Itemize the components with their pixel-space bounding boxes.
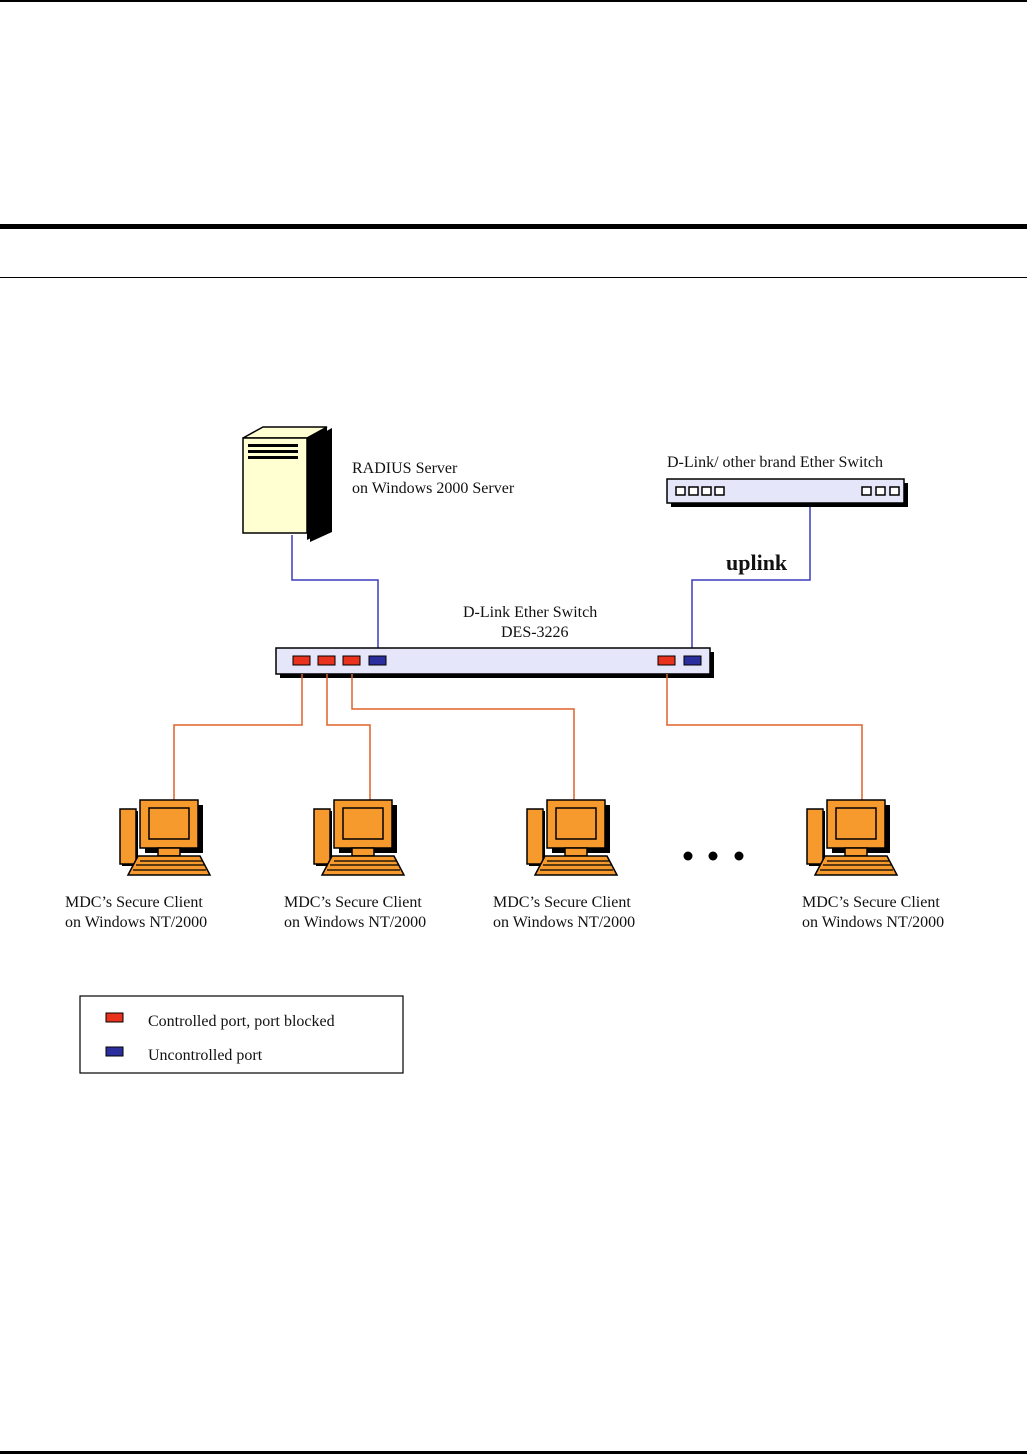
other-switch-label: D-Link/ other brand Ether Switch (667, 454, 883, 471)
legend-controlled-label: Controlled port, port blocked (148, 1013, 335, 1030)
client-link (666, 674, 863, 800)
header-thin-rule (0, 277, 1027, 278)
radius-server-icon (242, 426, 332, 542)
client-label-line2: on Windows NT/2000 (802, 914, 944, 931)
client-link (173, 674, 303, 800)
client-label-line1: MDC’s Secure Client (284, 894, 422, 911)
client-computer-icon (313, 799, 405, 876)
client-link (326, 674, 371, 800)
radius-server-label-line2: on Windows 2000 Server (352, 480, 515, 497)
client-links (173, 674, 863, 800)
header-thick-rule (0, 0, 1027, 2)
main-switch-icon (275, 647, 714, 678)
main-switch-label-line2: DES-3226 (501, 624, 569, 641)
header-thick-rule-2 (0, 224, 1027, 229)
legend-uncontrolled-swatch (105, 1046, 124, 1057)
main-switch-label-line1: D-Link Ether Switch (463, 604, 597, 621)
controlled-port (292, 655, 311, 666)
radius-server-label-line1: RADIUS Server (352, 460, 458, 477)
client-computer-icon (119, 799, 211, 876)
server-link (291, 535, 379, 648)
client-label-line1: MDC’s Secure Client (65, 894, 203, 911)
legend-controlled-swatch (105, 1012, 124, 1023)
client-label-line1: MDC’s Secure Client (802, 894, 940, 911)
client-label-line2: on Windows NT/2000 (493, 914, 635, 931)
footer-rule (0, 1451, 1027, 1454)
client-computer-icon (806, 799, 898, 876)
client-label-line2: on Windows NT/2000 (65, 914, 207, 931)
uplink-label: uplink (726, 550, 788, 575)
controlled-port (657, 655, 676, 666)
controlled-port (342, 655, 361, 666)
uncontrolled-port (683, 655, 702, 666)
uncontrolled-port (368, 655, 387, 666)
uplink-line (691, 507, 811, 648)
client-label-line2: on Windows NT/2000 (284, 914, 426, 931)
ellipsis-icon (683, 851, 744, 861)
other-brand-switch-icon (666, 478, 908, 507)
legend: Controlled port, port blocked Uncontroll… (79, 995, 404, 1074)
controlled-port (317, 655, 336, 666)
legend-uncontrolled-label: Uncontrolled port (148, 1047, 263, 1064)
client-link (351, 674, 575, 800)
client-label-line1: MDC’s Secure Client (493, 894, 631, 911)
client-computer-icon (526, 799, 618, 876)
